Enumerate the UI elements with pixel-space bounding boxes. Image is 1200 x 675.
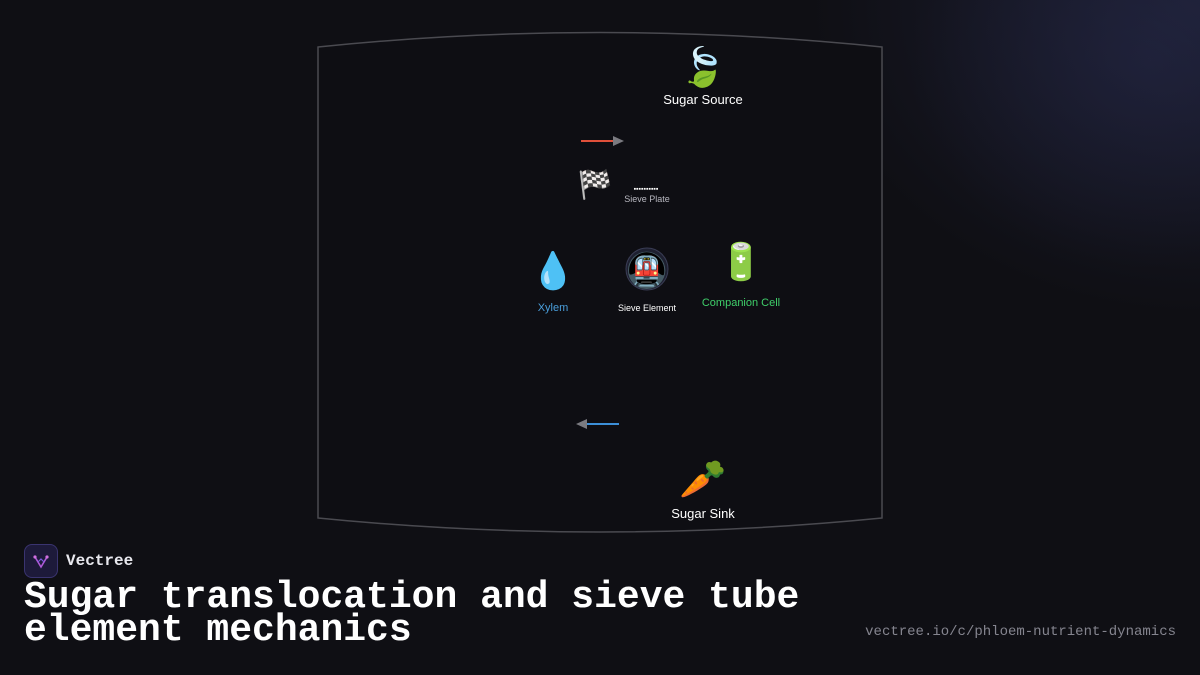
sieve-element-label: Sieve Element [618,303,677,313]
sugar-source-node: 🍃 Sugar Source [663,44,743,107]
xylem-node: 💧 Xylem [531,250,576,314]
brand: Vectree [24,544,133,578]
xylem-label: Xylem [538,302,569,314]
page-title: Sugar translocation and sieve tube eleme… [24,576,800,652]
battery-icon: 🔋 [719,241,764,282]
sieve-plate-label: Sieve Plate [624,194,670,204]
leaf-icon: 🍃 [679,44,726,89]
flow-arrow-up-head [576,419,587,429]
companion-cell-label: Companion Cell [702,297,780,309]
sugar-sink-node: 🥕 Sugar Sink [671,458,735,521]
companion-cell-node: 🔋 Companion Cell [702,241,780,309]
sugar-source-label: Sugar Source [663,92,743,107]
vectree-logo-icon [24,544,58,578]
brand-name: Vectree [66,552,134,570]
sieve-element-node: 🚇 Sieve Element [618,247,677,313]
flow-arrow-up [576,419,619,429]
flow-arrow-down-head [613,136,624,146]
sugar-sink-label: Sugar Sink [671,506,735,521]
checkered-flag-icon: 🏁 [578,168,613,201]
cell-outline [317,31,883,533]
sieve-element-badge [625,247,669,291]
tram-icon: 🚇 [626,251,668,290]
carrot-icon: 🥕 [679,458,726,501]
droplet-icon: 💧 [531,250,576,291]
page-url[interactable]: vectree.io/c/phloem-nutrient-dynamics [865,624,1176,640]
sieve-plate-node: 🏁 ▪▪▪▪▪▪▪▪▪▪ Sieve Plate [578,168,670,204]
sieve-plate-pores: ▪▪▪▪▪▪▪▪▪▪ [634,186,659,193]
flow-arrow-down [581,136,624,146]
